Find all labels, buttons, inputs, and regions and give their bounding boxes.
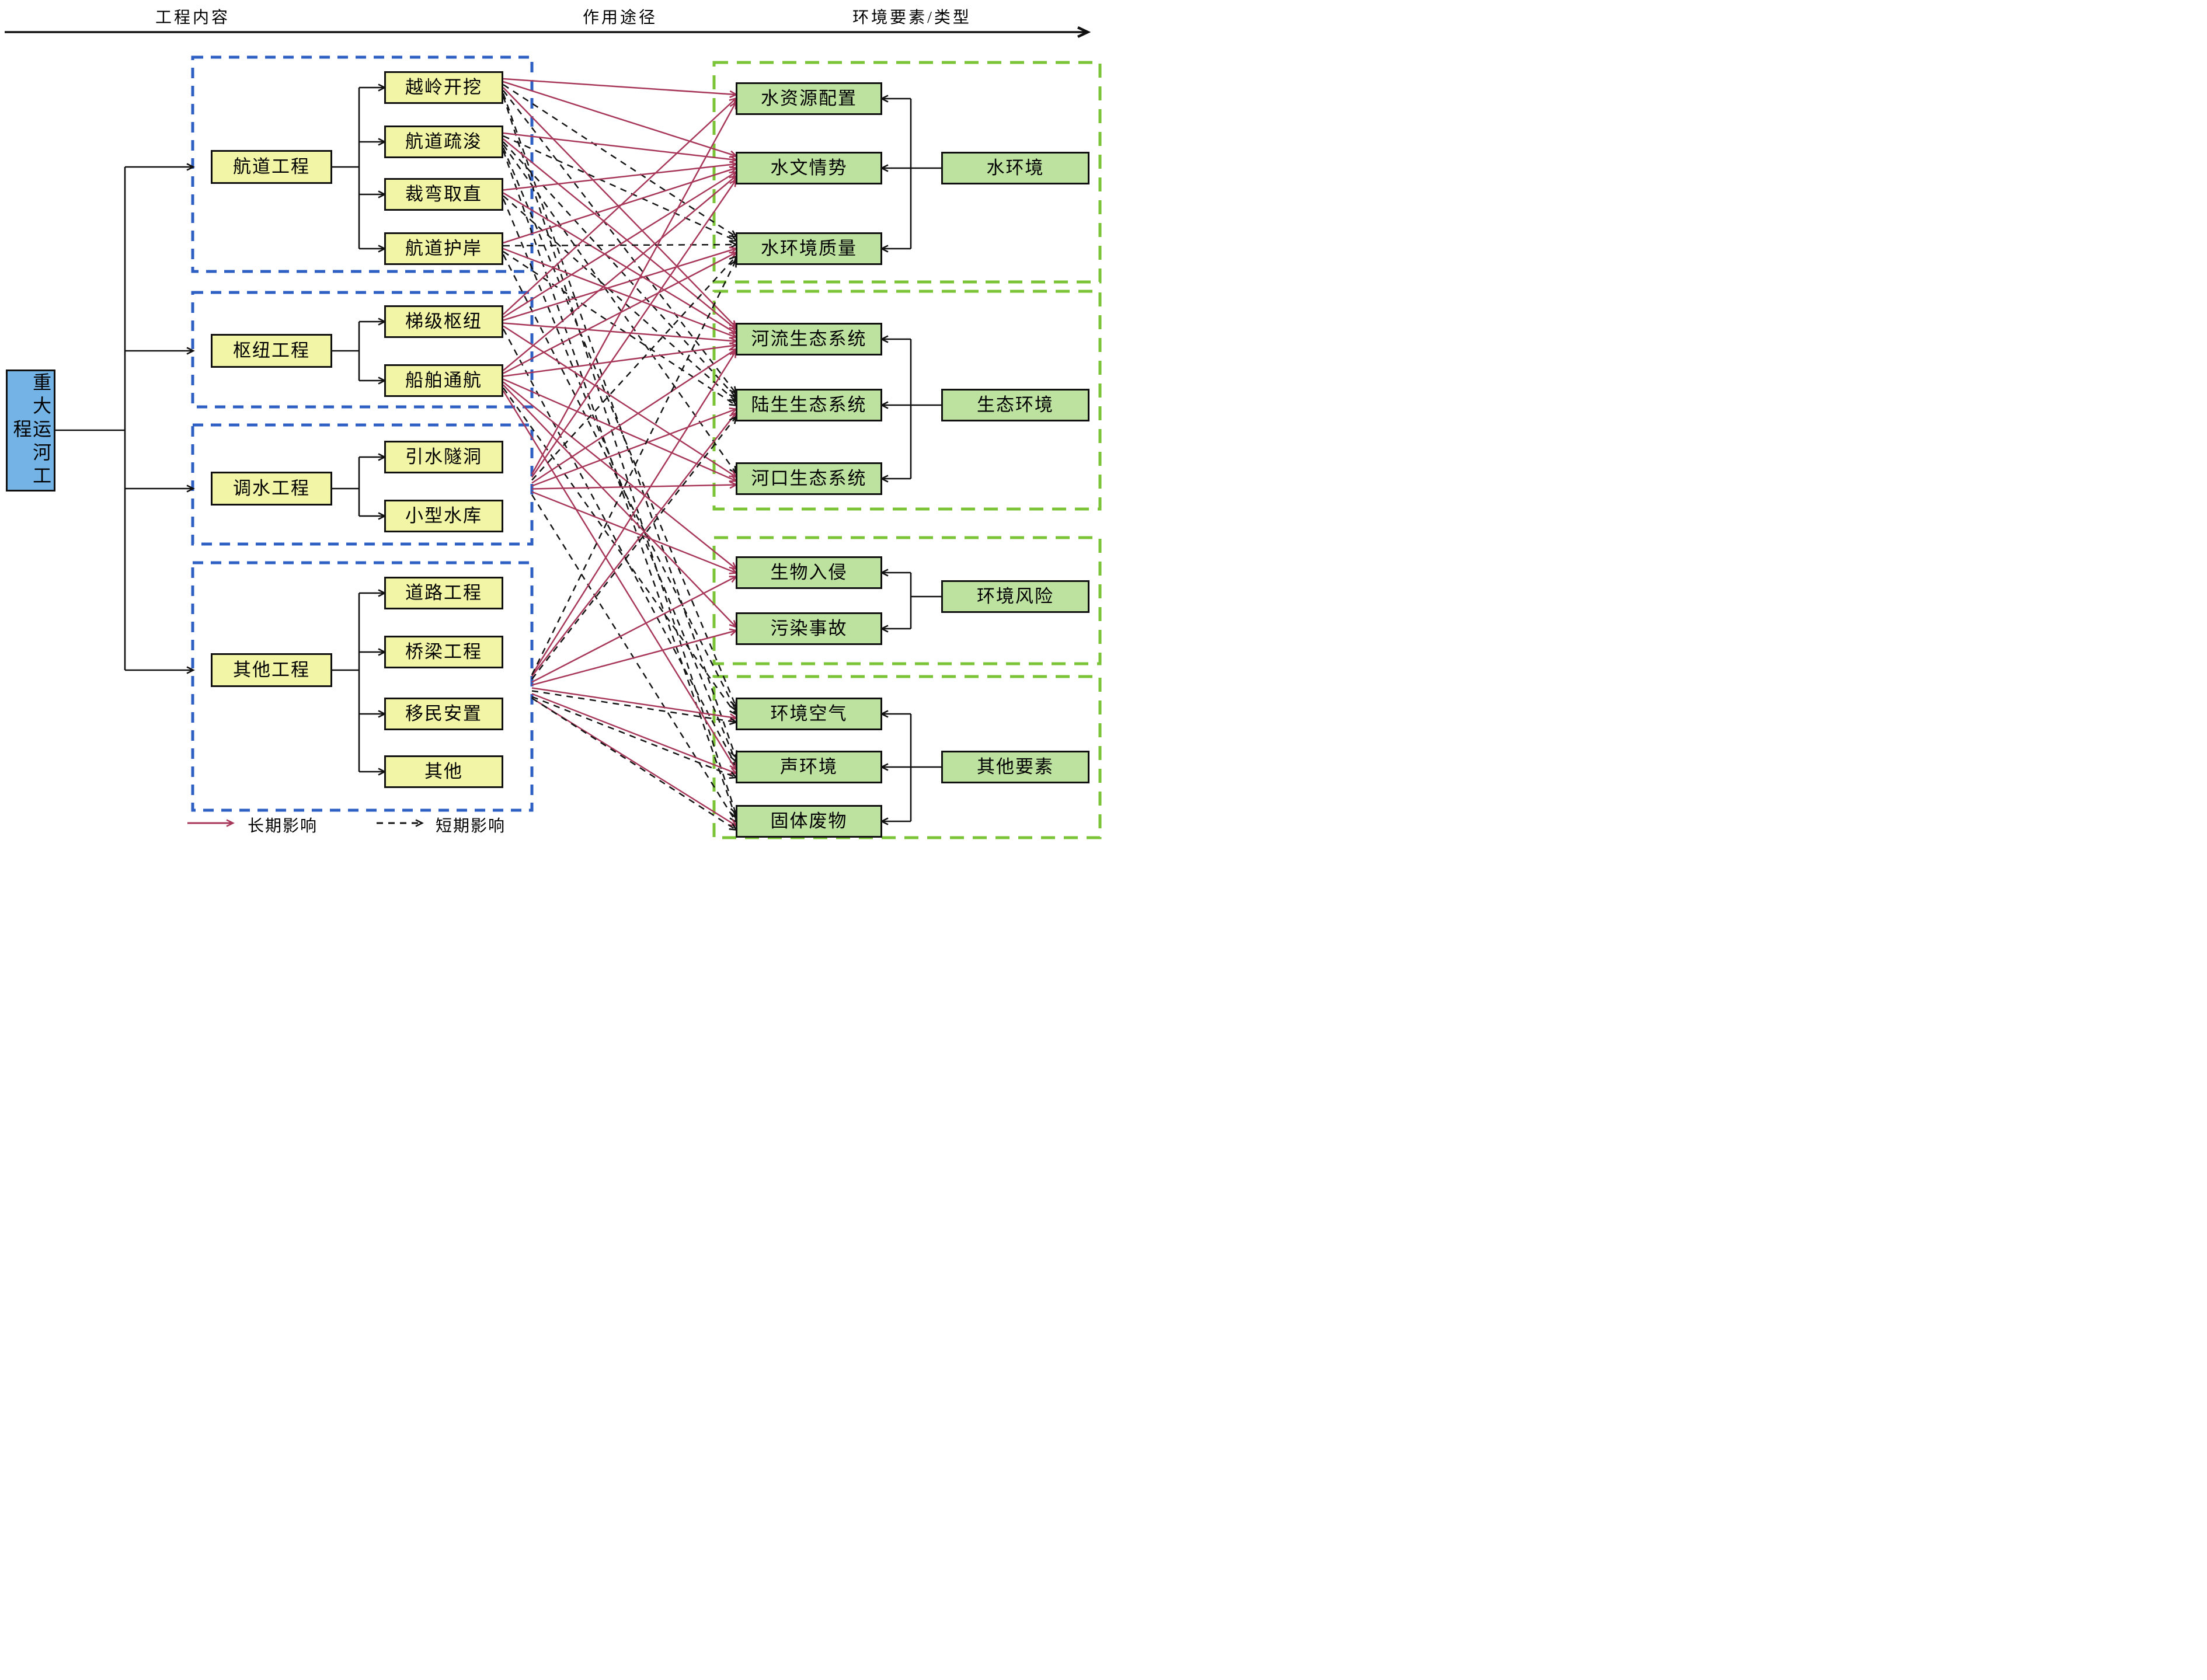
project-item-c3: 裁弯取直	[384, 178, 503, 211]
short-impact-edge	[503, 195, 736, 402]
long-impact-edge	[531, 409, 736, 487]
legend-short-term-label: 短期影响	[436, 817, 506, 835]
short-impact-edge	[502, 254, 736, 710]
long-impact-edge	[531, 413, 736, 677]
long-impact-edge	[503, 168, 736, 244]
short-impact-edge	[531, 697, 736, 829]
project-group-frame-sn	[191, 291, 534, 409]
env-group-frame-risk	[712, 536, 1102, 665]
env-item-g4: 河流生态系统	[736, 323, 882, 355]
long-impact-edge	[503, 381, 736, 569]
short-impact-edge	[502, 144, 736, 473]
project-group-frame-ds	[191, 423, 534, 546]
long-impact-edge	[503, 138, 736, 329]
diagram-lines-layer	[5, 0, 1102, 839]
short-impact-edge	[503, 90, 736, 393]
long-impact-edge	[531, 180, 736, 478]
env-category-water: 水环境	[941, 152, 1089, 184]
env-item-g5: 陆生生态系统	[736, 389, 882, 421]
long-impact-edge	[502, 390, 736, 769]
long-impact-edge	[503, 132, 736, 160]
project-item-c10: 桥梁工程	[384, 636, 503, 668]
long-impact-edge	[531, 103, 736, 475]
project-item-c8: 小型水库	[384, 500, 503, 532]
column-header-action-pathway: 作用途径	[582, 9, 658, 27]
long-impact-edge	[503, 99, 736, 315]
project-item-c4: 航道护岸	[384, 232, 503, 265]
project-group-label-hd: 航道工程	[211, 150, 332, 184]
column-header-project-content: 工程内容	[155, 9, 231, 27]
long-impact-edge	[531, 485, 736, 490]
short-impact-edge	[502, 147, 736, 706]
env-item-g3: 水环境质量	[736, 232, 882, 265]
project-item-c12: 其他	[384, 755, 503, 788]
short-impact-edge	[503, 135, 736, 241]
env-item-g7: 生物入侵	[736, 556, 882, 589]
short-impact-edge	[503, 250, 736, 405]
env-group-frame-water	[712, 61, 1102, 284]
project-item-c9: 道路工程	[384, 577, 503, 609]
long-impact-edge	[531, 631, 736, 686]
project-item-c7: 引水隧洞	[384, 441, 503, 473]
env-item-g9: 环境空气	[736, 698, 882, 730]
env-item-g10: 声环境	[736, 751, 882, 783]
short-impact-edge	[531, 696, 736, 778]
long-impact-edge	[503, 78, 736, 95]
long-impact-edge	[531, 491, 736, 573]
root-node-major-canal-project: 重大运河工程	[6, 370, 55, 492]
long-impact-edge	[503, 378, 736, 481]
short-impact-edge	[503, 141, 736, 397]
long-impact-edge	[531, 687, 736, 719]
short-impact-edge	[531, 257, 736, 481]
short-impact-edge	[502, 96, 736, 813]
long-impact-edge	[503, 346, 736, 377]
short-impact-edge	[503, 245, 736, 246]
long-impact-edge	[531, 351, 736, 675]
project-group-frame-qt	[191, 561, 534, 812]
impact-diagram-canvas: 工程内容 作用途径 环境要素/类型 重大运河工程 航道工程 越岭开挖航道疏浚裁弯取…	[0, 0, 1104, 840]
env-item-g1: 水资源配置	[736, 82, 882, 115]
env-group-frame-eco	[712, 290, 1102, 511]
short-impact-edge	[502, 387, 736, 714]
env-item-g11: 固体废物	[736, 805, 882, 838]
long-impact-edge	[503, 248, 736, 337]
column-header-env-elements: 环境要素/类型	[852, 9, 972, 27]
project-group-label-qt: 其他工程	[211, 653, 332, 687]
short-impact-edge	[502, 328, 736, 765]
long-impact-edge	[531, 350, 736, 484]
long-impact-edge	[531, 577, 736, 683]
long-impact-edge	[503, 176, 736, 371]
short-impact-edge	[531, 417, 736, 680]
env-group-frame-other	[712, 675, 1102, 839]
env-item-g8: 污染事故	[736, 612, 882, 645]
long-impact-edge	[503, 322, 736, 341]
project-item-c1: 越岭开挖	[384, 71, 503, 104]
long-impact-edge	[503, 81, 736, 156]
long-impact-edge	[503, 253, 736, 374]
project-item-c5: 梯级枢纽	[384, 305, 503, 338]
long-impact-edge	[503, 249, 736, 321]
project-group-label-ds: 调水工程	[211, 472, 332, 506]
project-item-c11: 移民安置	[384, 698, 503, 730]
long-impact-edge	[503, 192, 736, 333]
long-impact-edge	[503, 325, 736, 477]
project-group-label-sn: 枢纽工程	[211, 334, 332, 368]
short-impact-edge	[502, 198, 736, 761]
long-impact-edge	[503, 384, 736, 627]
project-item-c2: 航道疏浚	[384, 126, 503, 158]
env-item-g2: 水文情势	[736, 152, 882, 184]
long-impact-edge	[503, 172, 736, 318]
env-category-risk: 环境风险	[941, 580, 1089, 613]
long-impact-edge	[503, 164, 736, 191]
long-impact-edge	[531, 693, 736, 773]
env-category-eco: 生态环境	[941, 389, 1089, 421]
project-item-c6: 船舶通航	[384, 364, 503, 397]
env-item-g6: 河口生态系统	[736, 462, 882, 495]
legend-long-term-label: 长期影响	[248, 817, 318, 835]
env-category-other: 其他要素	[941, 751, 1089, 783]
